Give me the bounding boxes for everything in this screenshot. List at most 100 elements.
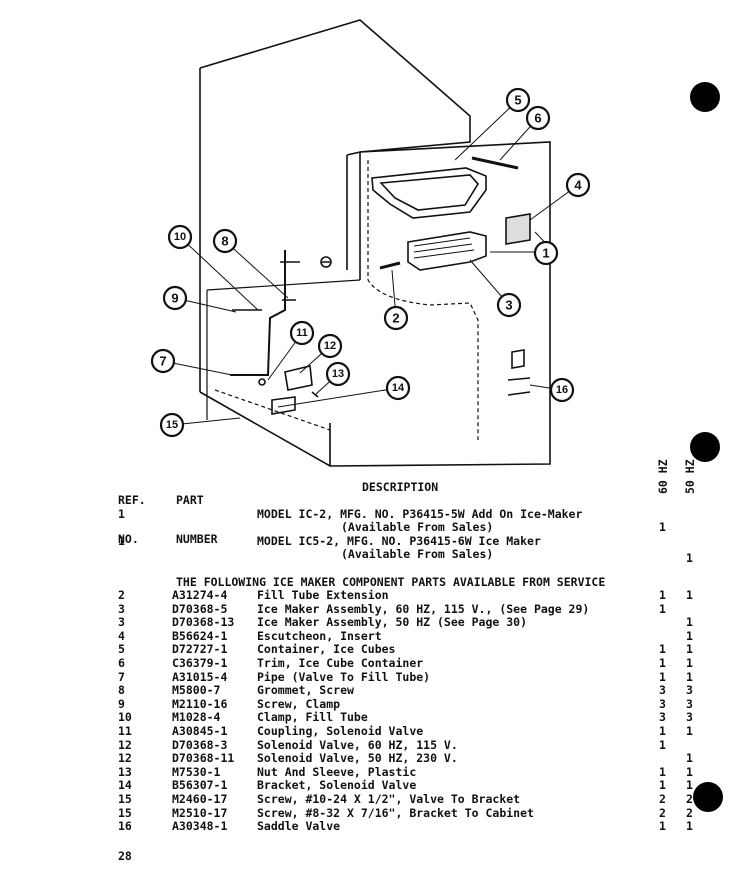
part-number-cell: D70368-5 [172,601,228,616]
model-row: 1 MODEL IC-2, MFG. NO. P36415-5W Add On … [118,507,666,534]
description-cell: Clamp, Fill Tube [257,710,368,725]
screw-clamp-set [232,299,296,311]
ref-cell: 9 [118,696,125,711]
callout-label: 2 [392,311,399,326]
part-number-cell: A30845-1 [172,724,228,738]
qty-50hz-cell: 1 [686,628,693,643]
description-cell: Fill Tube Extension [257,588,389,602]
qty-60hz-cell: 1 [659,642,666,657]
ref-cell: 7 [118,669,125,684]
table-row: 16 A30348-1 Saddle Valve 1 1 [0,820,746,833]
callout-11 [289,320,315,346]
ref-cell: 5 [118,642,125,657]
description-cell: Screw, #8-32 X 7/16", Bracket To Cabinet [257,805,534,820]
part-number-cell: A31274-4 [172,588,228,602]
part-number-cell: M2460-17 [172,792,228,806]
qty-60hz-cell: 1 [659,724,666,738]
description-cell: Solenoid Valve, 60 HZ, 115 V. [257,737,458,752]
callout-4 [565,172,591,198]
part-number-cell: D70368-3 [172,737,228,752]
part-number-cell: D70368-13 [172,615,235,630]
callout-label: 4 [574,178,582,193]
solenoid-valve [284,365,313,391]
callout-2 [383,305,409,331]
hidden-line-2 [214,389,331,465]
cabinet-bottom-outline [199,255,551,467]
qty-60hz-cell: 1 [659,764,666,779]
ref-cell: 12 [118,751,132,766]
ice-maker-assembly [407,231,487,271]
intro-line: THE FOLLOWING ICE MAKER COMPONENT PARTS … [176,575,606,589]
part-number-cell: C36379-1 [172,656,228,670]
part-number-cell: A30348-1 [172,819,228,834]
part-number-cell: B56307-1 [172,778,228,793]
callout-label: 13 [332,368,344,380]
description-cell: Ice Maker Assembly, 50 HZ (See Page 30) [257,615,528,630]
qty-50hz-cell: 1 [686,656,693,670]
callout-3 [496,292,522,318]
description-cell: Pipe (Valve To Fill Tube) [257,669,431,684]
qty-50hz-cell: 2 [686,792,693,806]
qty-50hz-cell: 2 [686,805,693,820]
ref-cell: 15 [118,805,132,820]
qty-60hz-cell: 1 [659,669,666,684]
grommet [320,256,332,268]
ref-cell: 16 [118,819,132,834]
qty-50hz-cell: 1 [686,778,693,793]
description-cell: Grommet, Screw [257,683,354,698]
qty-60hz-cell: 1 [659,819,666,834]
callout-label: 5 [514,93,521,108]
part-number-cell: B56624-1 [172,628,228,643]
header-ref: REF. NO. [118,493,146,546]
callout-label: 15 [166,419,178,431]
callout-label: 16 [556,384,568,396]
nut-sleeve [311,391,319,398]
scan-dot [693,782,723,812]
ref-cell: 13 [118,764,132,779]
callout-8 [212,228,238,254]
qty-50hz-cell: 1 [686,724,693,738]
part-number-cell: M2110-16 [172,696,228,711]
qty-60hz-cell: 1 [659,656,666,670]
qty-50hz-cell: 3 [686,696,693,711]
description-cell: Screw, #10-24 X 1/2", Valve To Bracket [257,792,521,806]
qty-60hz-cell: 3 [659,683,666,698]
callout-label: 9 [171,291,178,306]
exploded-parts-diagram: 1 2 3 4 5 6 7 8 9 10 11 12 13 14 15 16 [150,19,591,467]
access-panel [206,279,361,420]
header-description: DESCRIPTION [362,480,439,494]
qty-50hz-cell: 1 [686,751,693,766]
description-cell: Saddle Valve [257,819,341,834]
callout-label: 3 [505,298,512,313]
ref-cell: 3 [118,601,125,616]
callout-1 [533,240,559,266]
callout-label: 7 [159,354,166,369]
description-cell: Coupling, Solenoid Valve [257,724,424,738]
callout-7 [150,348,176,374]
qty-50hz-cell: 3 [686,683,693,698]
header-part-number: PART NUMBER [176,493,218,546]
callout-16 [549,377,575,403]
callout-9 [162,285,188,311]
callout-12 [317,333,343,359]
qty-60hz-cell: 1 [659,588,666,602]
qty-50hz-cell: 1 [686,642,693,657]
model-row: 1 MODEL IC5-2, MFG. NO. P36415-6W Ice Ma… [118,534,693,565]
description-cell: Escutcheon, Insert [257,628,382,643]
fill-tube-extension [379,261,401,270]
saddle-valve [507,349,531,396]
qty-50hz-cell: 1 [686,819,693,834]
callout-label: 8 [221,234,228,249]
cabinet-right-panel [359,141,551,255]
ref-cell: 2 [118,588,125,602]
